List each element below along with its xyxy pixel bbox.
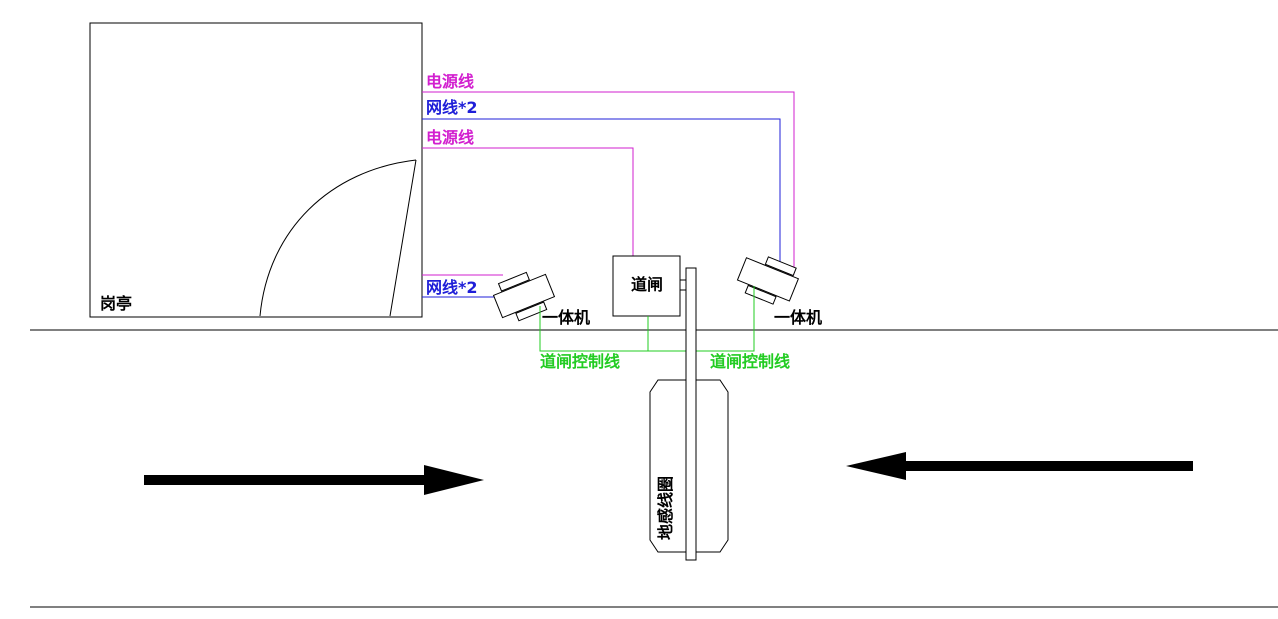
barrier-arm bbox=[685, 267, 697, 561]
left-unit-label: 一体机 bbox=[542, 308, 590, 327]
right-all-in-one-unit bbox=[736, 256, 800, 305]
control-label-left: 道闸控制线 bbox=[540, 352, 620, 371]
power-line-barrier bbox=[422, 147, 634, 256]
power-label-top: 电源线 bbox=[426, 72, 474, 91]
control-line-left-unit bbox=[539, 286, 755, 352]
network-line-right-unit bbox=[422, 118, 781, 266]
barrier-hinge bbox=[679, 279, 687, 291]
barrier-label: 道闸 bbox=[631, 275, 663, 294]
booth-door-leaf bbox=[389, 159, 417, 317]
network-label-top: 网线*2 bbox=[426, 98, 478, 117]
right-arrow-icon bbox=[144, 465, 484, 495]
barrier-gate bbox=[612, 255, 681, 317]
left-all-in-one-unit bbox=[492, 271, 556, 322]
booth-door-arc bbox=[259, 159, 417, 317]
right-unit-label: 一体机 bbox=[774, 308, 822, 327]
guard-booth bbox=[89, 22, 423, 318]
booth-label: 岗亭 bbox=[100, 294, 132, 313]
network-label-bottom: 网线*2 bbox=[426, 278, 478, 297]
left-arrow-icon bbox=[846, 452, 1193, 480]
ground-loop-label: 地感线圈 bbox=[656, 476, 675, 540]
control-label-right: 道闸控制线 bbox=[710, 352, 790, 371]
power-label-mid: 电源线 bbox=[426, 128, 474, 147]
